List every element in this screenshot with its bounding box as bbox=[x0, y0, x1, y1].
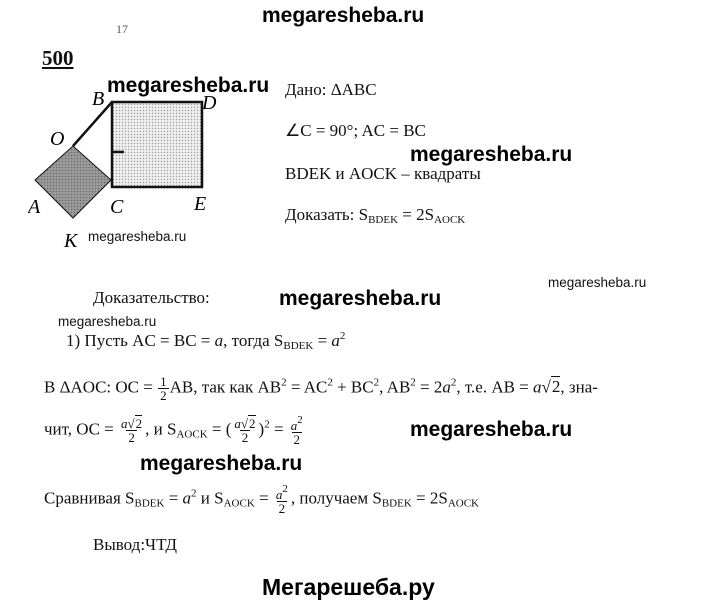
square-aock bbox=[34, 145, 112, 219]
header-site-title: megaresheba.ru bbox=[262, 4, 425, 27]
label-o: O bbox=[50, 128, 64, 150]
problem-number: 500 bbox=[42, 46, 74, 70]
label-a: A bbox=[28, 196, 41, 218]
watermark: megaresheba.ru bbox=[107, 74, 270, 97]
square-bdek bbox=[110, 100, 204, 189]
footer-site-title: Мегарешеба.ру bbox=[262, 574, 435, 600]
proof-step-1: 1) Пусть AC = BC = a, тогда SBDEK = a2 bbox=[66, 330, 346, 352]
segment-bo bbox=[72, 101, 113, 147]
watermark: megaresheba.ru bbox=[279, 287, 442, 310]
label-e: E bbox=[193, 193, 206, 215]
given-line-2: ∠C = 90°; AC = BC bbox=[285, 121, 426, 140]
given-line-1: Дано: ΔABC bbox=[285, 80, 377, 99]
label-k: K bbox=[63, 230, 79, 252]
label-b: B bbox=[92, 88, 104, 110]
label-d: D bbox=[201, 92, 217, 114]
watermark: megaresheba.ru bbox=[410, 418, 573, 441]
given-line-4: Доказать: SBDEK = 2SAOCK bbox=[285, 205, 466, 226]
geometry-figure: B D O A C E K bbox=[28, 88, 217, 252]
watermark: megaresheba.ru bbox=[410, 143, 573, 166]
page-number-fragment: 17 bbox=[116, 22, 128, 36]
watermark: megaresheba.ru bbox=[58, 314, 157, 329]
watermark: megaresheba.ru bbox=[548, 275, 647, 290]
proof-title: Доказательство: bbox=[93, 288, 210, 307]
proof-conclusion: Вывод:ЧТД bbox=[93, 535, 178, 554]
label-c: C bbox=[110, 196, 124, 218]
watermark: megaresheba.ru bbox=[140, 452, 303, 475]
given-line-3: BDEK и AOCK – квадраты bbox=[285, 164, 481, 183]
watermark: megaresheba.ru bbox=[88, 229, 187, 244]
